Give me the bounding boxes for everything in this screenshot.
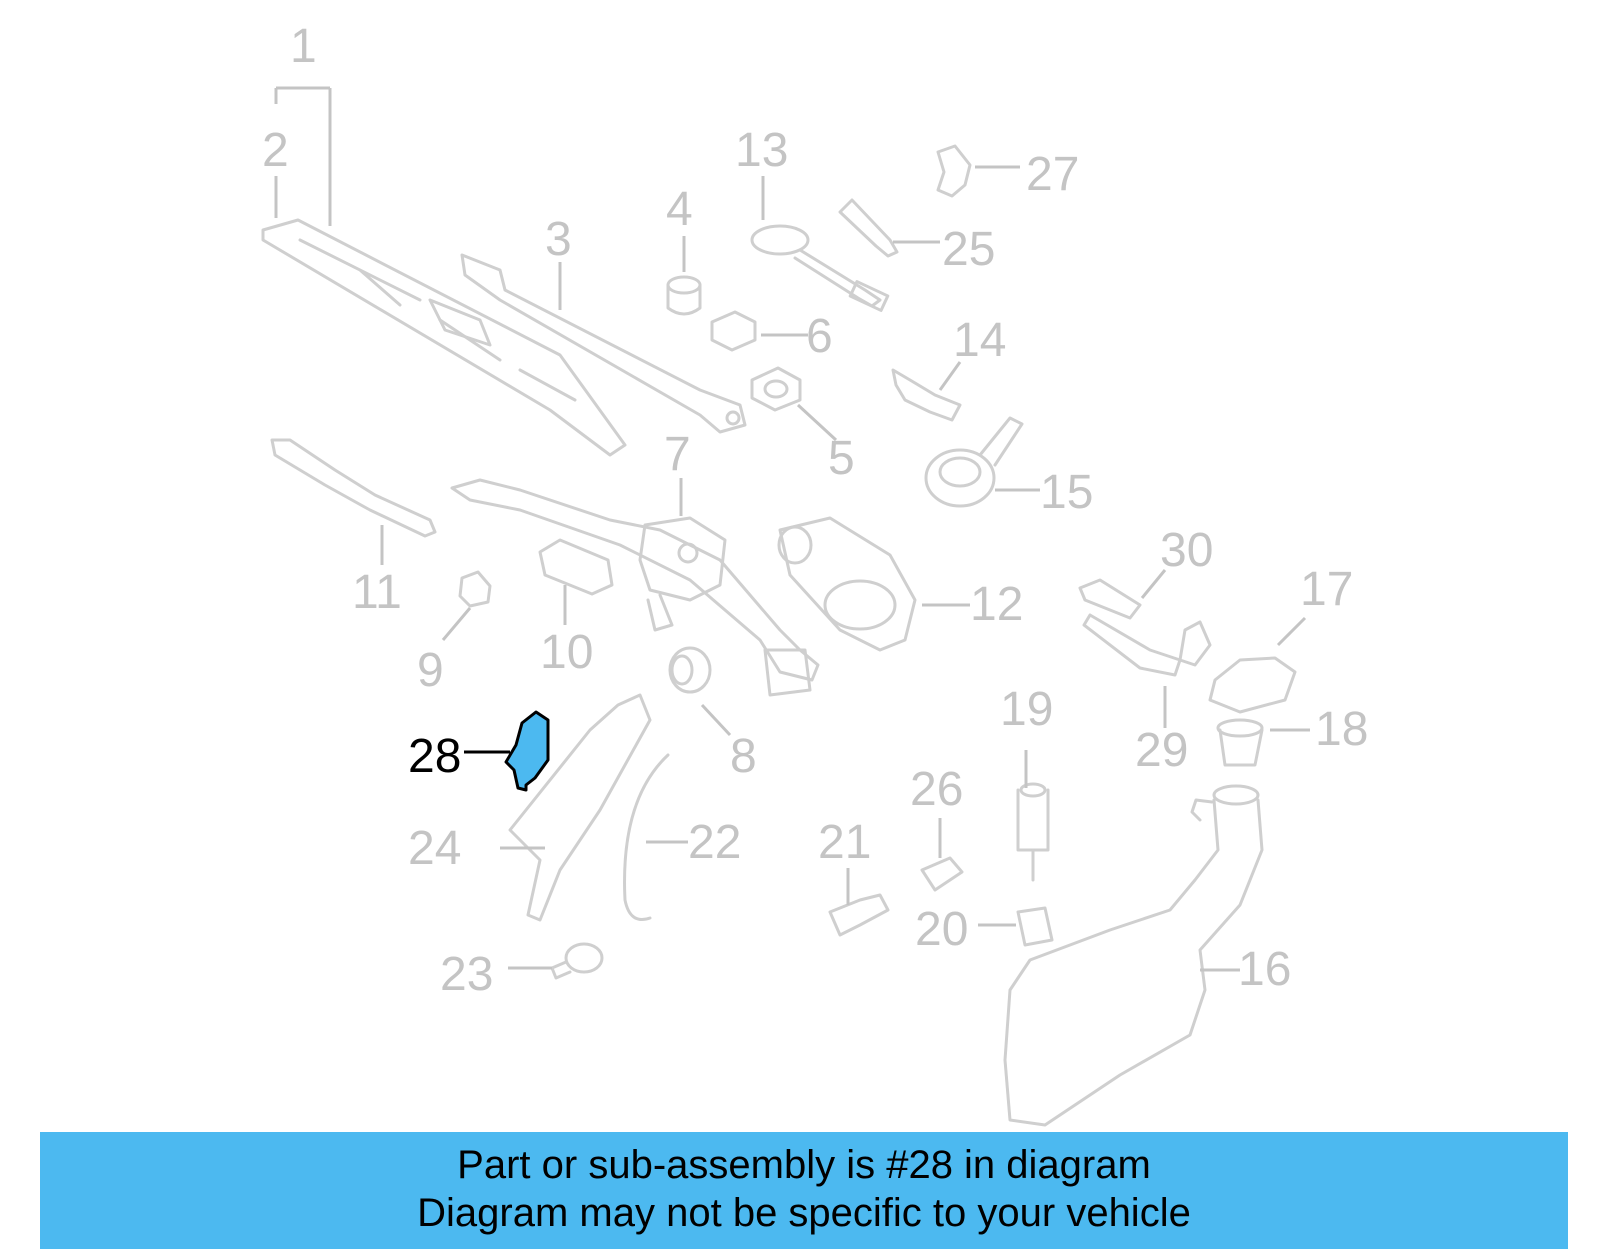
reservoir-part-16 [1003, 784, 1264, 1127]
callout-1: 1 [290, 20, 317, 73]
callout-5: 5 [828, 432, 855, 485]
cap-part-4 [666, 275, 702, 316]
nut-part-6 [710, 310, 757, 352]
banner-line-2: Diagram may not be specific to your vehi… [417, 1191, 1191, 1235]
leader-lines [274, 86, 1310, 972]
callout-28: 28 [408, 730, 461, 783]
callout-29: 29 [1135, 724, 1188, 777]
callout-11: 11 [352, 566, 402, 619]
callout-17: 17 [1300, 563, 1353, 616]
callout-27: 27 [1026, 148, 1079, 201]
cap-part-18 [1216, 718, 1264, 767]
hose-part-22 [623, 753, 670, 921]
callout-21: 21 [818, 816, 871, 869]
pump-part-19 [1016, 782, 1050, 882]
seal-part-5 [750, 366, 802, 412]
info-banner: Part or sub-assembly is #28 in diagram D… [40, 1132, 1568, 1249]
callout-6: 6 [806, 310, 833, 363]
grommet-part-26 [920, 856, 964, 892]
callout-3: 3 [545, 213, 572, 266]
callout-12: 12 [970, 578, 1023, 631]
bracket-part-24 [508, 693, 652, 922]
callout-8: 8 [730, 730, 757, 783]
callout-20: 20 [915, 903, 968, 956]
nozzle-part-29 [1082, 613, 1212, 677]
callout-13: 13 [735, 124, 788, 177]
motor-part-12 [777, 516, 917, 652]
callout-22: 22 [688, 816, 741, 869]
callout-4: 4 [666, 183, 693, 236]
callout-14: 14 [953, 314, 1006, 367]
callout-2: 2 [262, 124, 289, 177]
bracket-part-10 [538, 538, 614, 596]
grommet-part-20 [1016, 906, 1054, 947]
elbow-part-21 [828, 893, 890, 937]
callout-7: 7 [664, 428, 691, 481]
grommet-part-8 [668, 646, 712, 694]
bracket-part-14 [891, 368, 962, 422]
callout-15: 15 [1040, 466, 1093, 519]
cover-part-30 [1078, 578, 1142, 620]
callout-10: 10 [540, 626, 593, 679]
callout-16: 16 [1238, 943, 1291, 996]
callout-23: 23 [440, 948, 493, 1001]
bolt-part-23 [550, 942, 604, 980]
callout-19: 19 [1000, 683, 1053, 736]
wiper-blade-part [261, 218, 627, 457]
callout-9: 9 [417, 644, 444, 697]
wiper-arm-part [460, 253, 747, 434]
cover-part-17 [1208, 656, 1297, 714]
banner-line-1: Part or sub-assembly is #28 in diagram [457, 1143, 1151, 1187]
clip-part-9 [458, 570, 492, 608]
hose-part-11 [270, 438, 437, 538]
callout-labels: 1 2 3 4 6 5 13 25 27 14 15 7 11 12 10 9 … [262, 20, 1368, 1001]
callout-26: 26 [910, 763, 963, 816]
callout-24: 24 [408, 822, 461, 875]
highlighted-part-28 [504, 710, 550, 792]
pin-part-25 [838, 198, 899, 258]
callout-25: 25 [942, 223, 995, 276]
linkage-part-7 [450, 478, 820, 697]
linkage-part-13 [750, 224, 890, 312]
callout-30: 30 [1160, 524, 1213, 577]
callout-18: 18 [1315, 703, 1368, 756]
pivot-part-15 [924, 416, 1024, 508]
connector-part-27 [936, 144, 972, 198]
